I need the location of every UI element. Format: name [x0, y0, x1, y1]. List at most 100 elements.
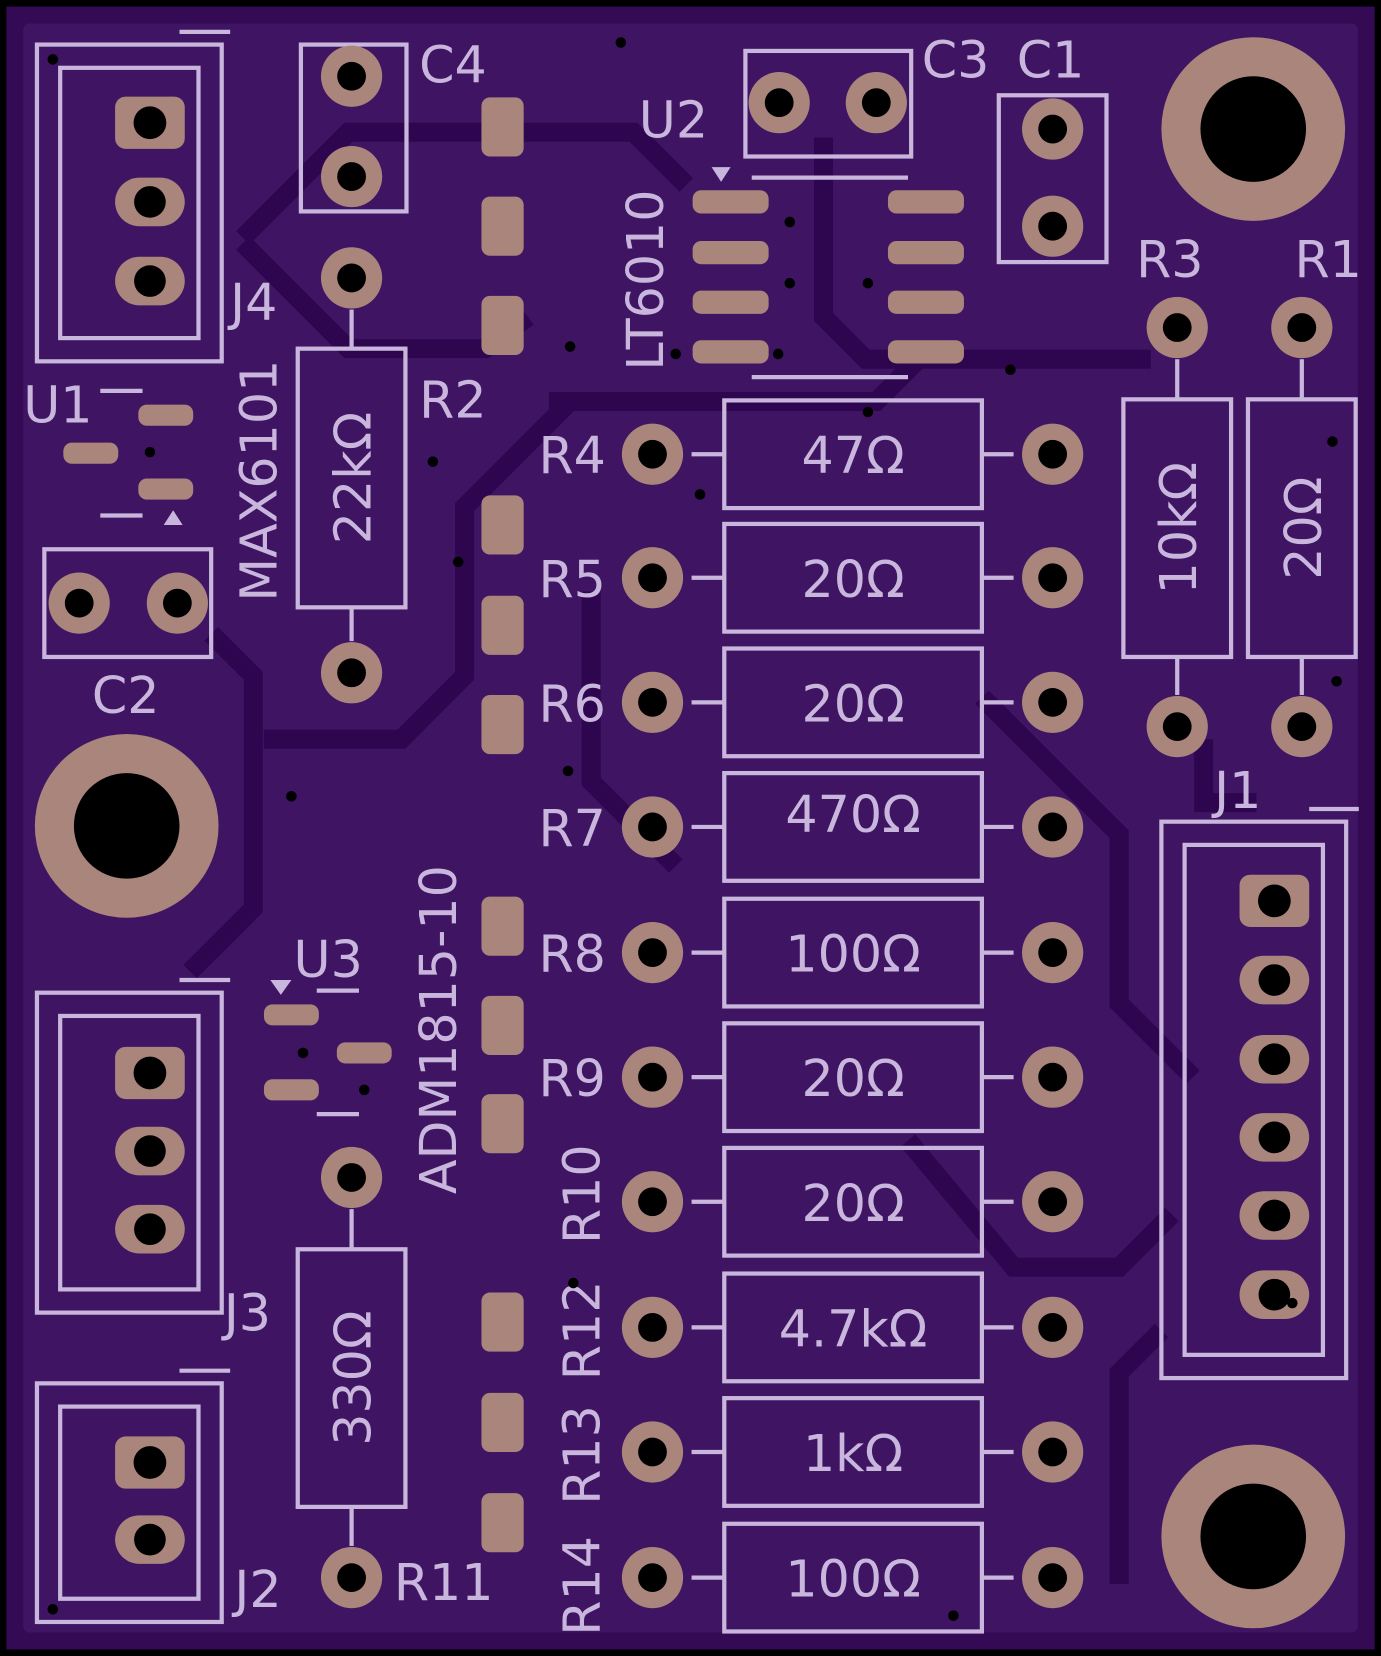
smd-pad: [138, 404, 194, 426]
connector-outline: [1159, 819, 1349, 1381]
drill-hole: [638, 1313, 667, 1342]
drill-hole: [134, 1135, 166, 1167]
capacitor-c4: C4: [298, 36, 487, 214]
smd-pad: [263, 1004, 319, 1026]
drill-hole: [638, 563, 667, 593]
resistor-value: 100Ω: [785, 1550, 920, 1609]
via: [615, 37, 627, 48]
smd-pad: [481, 1094, 524, 1154]
resistor-ref: R5: [538, 550, 605, 609]
resistor-ref: R6: [538, 674, 605, 733]
smd-pad: [481, 495, 524, 555]
drill-hole: [1038, 439, 1068, 469]
connector-inner: [58, 65, 201, 341]
connector-ref: J1: [1211, 761, 1261, 820]
drill-hole: [1287, 313, 1317, 342]
ic-part-number: ADM1815-10: [409, 865, 468, 1194]
drill-hole: [1162, 313, 1192, 342]
smd-pad: [887, 290, 964, 314]
smd-part: [481, 495, 524, 755]
resistor-value: 20Ω: [802, 550, 905, 609]
resistor-value: 4.7kΩ: [779, 1299, 928, 1358]
capacitor-ref: C1: [1017, 30, 1085, 89]
drill-hole: [638, 1437, 667, 1467]
capacitor-ref: C4: [419, 36, 487, 95]
smd-part: [481, 896, 524, 1154]
mounting-hole: [1161, 37, 1346, 221]
smd-part: [481, 1292, 524, 1553]
resistor-ref: R13: [553, 1405, 612, 1505]
smd-pad: [481, 595, 524, 655]
via: [297, 1047, 309, 1059]
connector-ref: J2: [231, 1560, 281, 1619]
resistor: 4.7kΩ R12: [553, 1271, 1084, 1384]
drill-hole: [337, 162, 366, 191]
resistor-ref: R1: [1294, 230, 1361, 289]
pin1-marker: [270, 980, 292, 995]
via: [1287, 1297, 1298, 1309]
drill-hole: [337, 263, 366, 293]
drill-hole: [64, 588, 94, 618]
smd-pad: [481, 896, 524, 956]
drill-hole: [133, 1056, 167, 1090]
smd-pad: [481, 97, 524, 157]
connector-inner: [58, 1404, 201, 1601]
drill-hole: [337, 1563, 366, 1593]
connector-outline: [34, 42, 224, 364]
capacitor-c1: C1: [996, 30, 1109, 265]
via: [427, 456, 439, 467]
drill-hole: [162, 588, 192, 618]
smd-part: [481, 97, 524, 355]
resistor-ref: R2: [419, 370, 486, 429]
via: [694, 489, 706, 500]
drill-hole: [638, 1187, 667, 1217]
ic-part-number: LT6010: [616, 189, 675, 370]
connector-outline: [34, 1381, 224, 1625]
resistor-value: 470Ω: [785, 785, 920, 844]
capacitor-outline: [996, 93, 1109, 265]
via: [47, 1604, 59, 1615]
smd-pad: [336, 1042, 392, 1064]
smd-pad: [481, 295, 524, 355]
vias: [47, 37, 1342, 1621]
smd-pad: [481, 694, 524, 755]
resistor-ref: R14: [553, 1536, 612, 1636]
via: [286, 791, 297, 802]
resistor-ref: R8: [538, 925, 605, 984]
ic-part-number: MAX6101: [230, 360, 289, 602]
drill-hole: [1038, 812, 1068, 842]
drill-hole: [134, 265, 166, 297]
drill-hole: [1287, 712, 1317, 742]
resistor-ref: R12: [553, 1281, 612, 1381]
drill-hole: [638, 439, 667, 469]
smd-pad: [887, 190, 964, 214]
connector-j1: J1: [1159, 761, 1359, 1381]
via: [568, 1277, 579, 1289]
via: [862, 406, 874, 418]
via: [1331, 675, 1342, 687]
connector-ref: J4: [227, 273, 277, 332]
drill-hole: [1038, 1437, 1068, 1467]
smd-pad: [481, 1493, 524, 1553]
drill-hole: [1038, 1313, 1068, 1342]
resistor: 100Ω R14: [553, 1521, 1084, 1636]
via: [564, 341, 576, 352]
drill-hole: [1038, 1563, 1068, 1593]
capacitor-outline: [298, 42, 409, 214]
copper-pour: [23, 23, 1358, 1633]
smd-pad: [481, 995, 524, 1055]
drill-hole: [1038, 687, 1068, 717]
resistor-ref: R3: [1136, 230, 1203, 289]
drill-hole: [1038, 1187, 1068, 1217]
via: [144, 446, 156, 458]
resistor-value: 330Ω: [324, 1310, 383, 1445]
via: [452, 556, 464, 568]
